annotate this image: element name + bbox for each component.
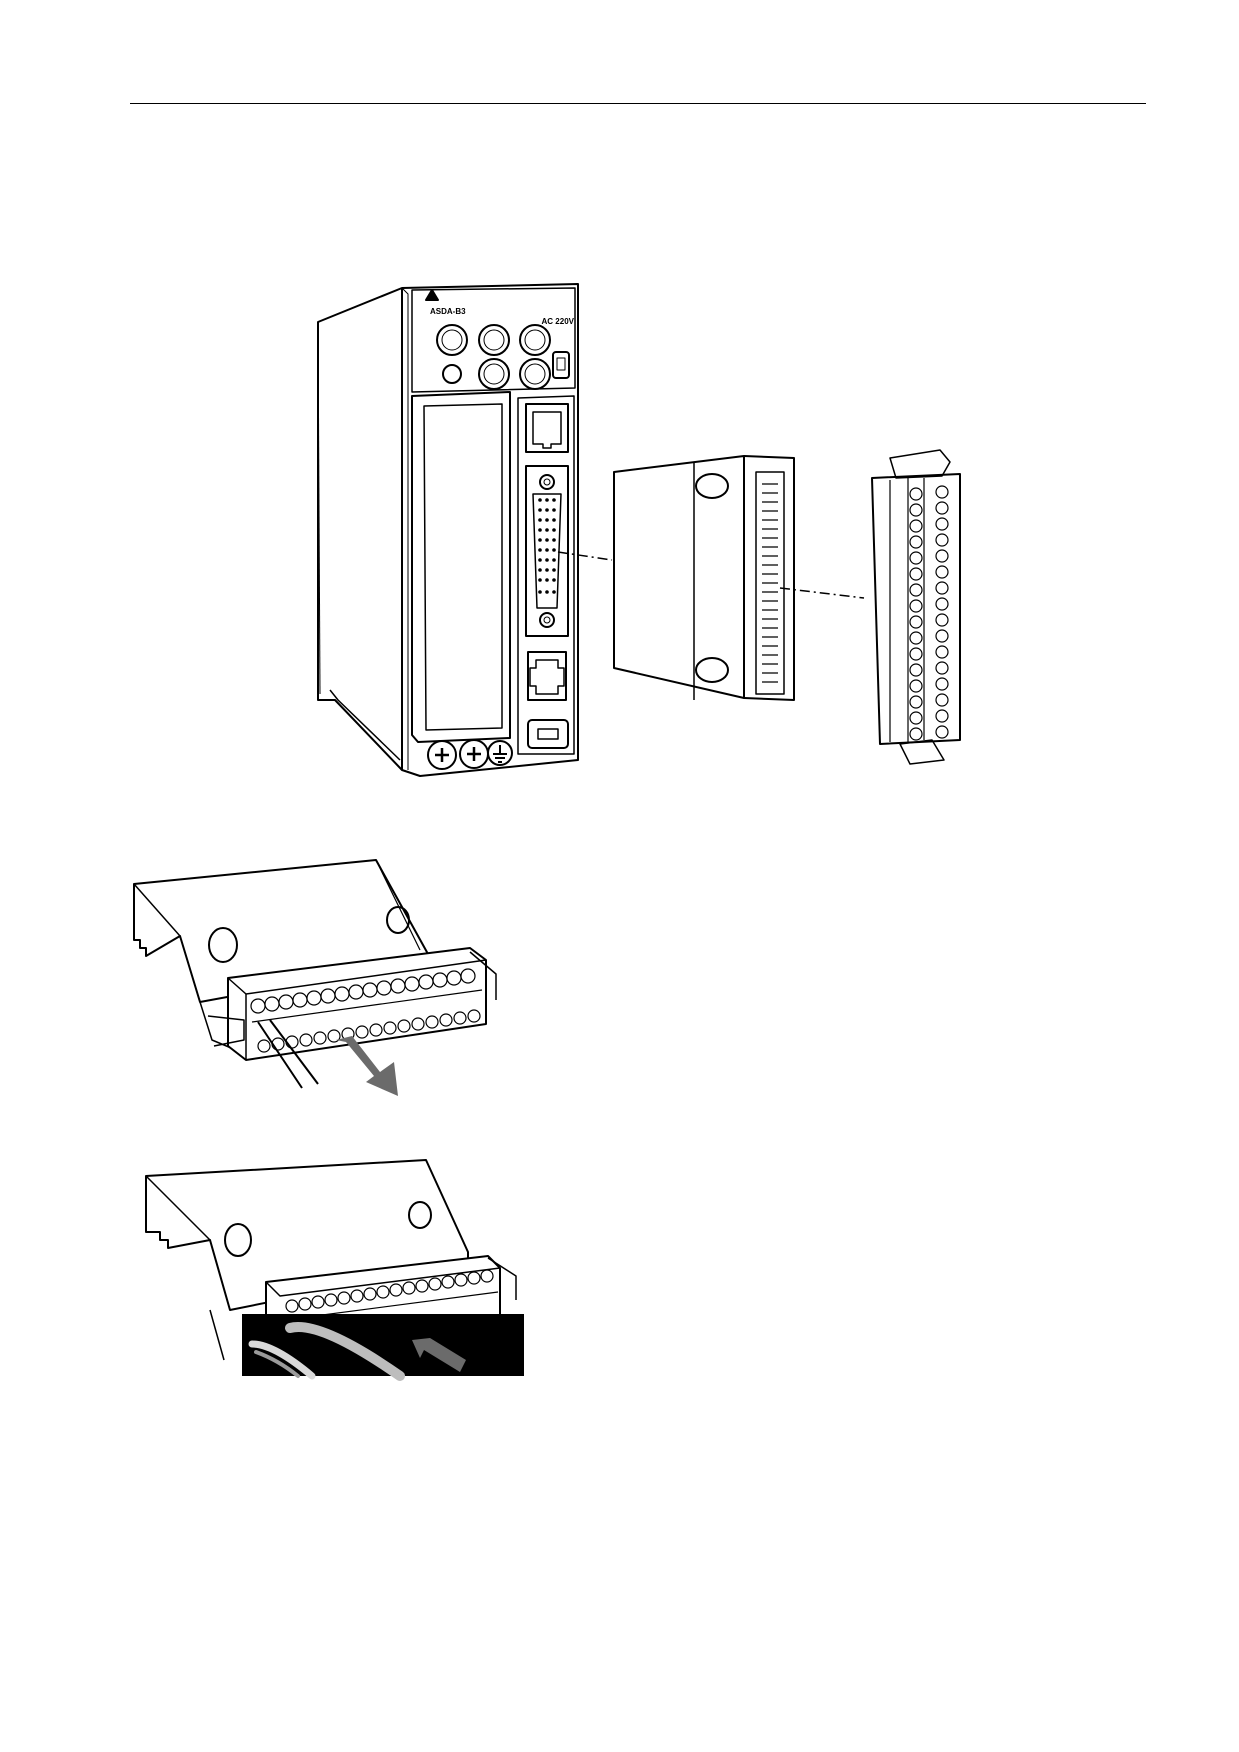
ground-screw-icon [459,739,489,769]
terminal-bottom-holes [257,1009,481,1053]
servo-drive-body [317,283,579,777]
drive-rating-label: AC 220V [542,317,575,326]
insert-arrow-icon [412,1338,466,1372]
wire [257,1019,319,1089]
servo-drive-assembly-figure: ASDA-B3 AC 220V [317,283,961,777]
wire-insertion-figure [133,859,497,1096]
delta-logo-icon [425,289,439,301]
header-rule [130,103,1146,104]
insert-arrow-icon [336,1036,398,1096]
terminal-top-holes [285,1269,494,1313]
wire [248,1322,405,1381]
ground-symbol-icon [487,740,513,766]
drive-model-label: ASDA-B3 [430,307,466,316]
terminal-block [871,449,961,765]
terminal-screws [909,485,949,741]
cn1-connector-adapter [613,455,795,701]
terminal-top-holes [250,968,476,1014]
drive-keypad [411,287,576,393]
adapter-pin-rows [762,483,778,683]
wire-inserted-figure [145,1159,524,1381]
drive-port-column [517,395,575,755]
ground-screw-icon [427,740,457,770]
dsub-pins [538,498,556,594]
